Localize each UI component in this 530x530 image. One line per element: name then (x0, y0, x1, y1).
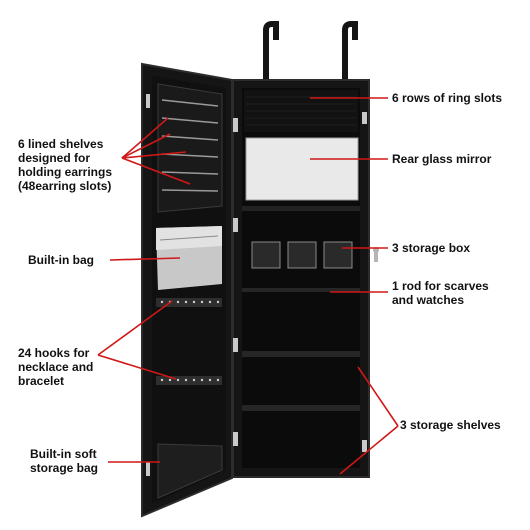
callout-line: 6 lined shelves (18, 137, 104, 151)
callout-line: Built-in soft (30, 447, 97, 461)
callout-line: 24 hooks for (18, 346, 90, 360)
storage-shelf (242, 351, 360, 357)
callout-line: necklace and (18, 360, 94, 374)
callout-storage-shelves: 3 storage shelves (400, 418, 501, 432)
storage-boxes (251, 241, 353, 269)
callout-line: and watches (392, 293, 465, 307)
earring-shelves (161, 99, 219, 192)
callout-line: Rear glass mirror (392, 152, 492, 166)
callout-line: Built-in bag (28, 253, 94, 267)
callout-rod: 1 rod for scarves and watches (392, 279, 489, 307)
callout-soft-bag: Built-in soft storage bag (30, 447, 98, 475)
callout-line: 6 rows of ring slots (392, 91, 503, 105)
callout-storage-box: 3 storage box (392, 241, 470, 255)
soft-storage-bag (157, 443, 223, 499)
callout-line: designed for (18, 151, 91, 165)
callout-line: (48earring slots) (18, 179, 112, 193)
callout-line: 3 storage shelves (400, 418, 501, 432)
callout-earring-shelves: 6 lined shelves designed for holding ear… (18, 137, 112, 193)
cabinet-door (141, 62, 233, 518)
door-hanger-hooks (263, 21, 358, 82)
hook-row (156, 298, 222, 307)
cabinet-body (232, 79, 379, 478)
callout-ring-slots: 6 rows of ring slots (392, 91, 502, 105)
callout-built-in-bag: Built-in bag (28, 253, 94, 267)
callout-hooks: 24 hooks for necklace and bracelet (18, 346, 93, 388)
storage-shelf (242, 405, 360, 411)
callout-line: 1 rod for scarves (392, 279, 489, 293)
rear-mirror (246, 138, 358, 200)
hinges (230, 118, 238, 446)
callout-lines (97, 97, 399, 475)
hook-row (156, 376, 222, 385)
callout-line: holding earrings (18, 165, 113, 179)
callout-line: bracelet (18, 374, 65, 388)
callout-line: 3 storage box (392, 241, 471, 255)
callout-line: storage bag (30, 461, 99, 475)
scarf-rod (242, 288, 360, 292)
callout-rear-mirror: Rear glass mirror (392, 152, 491, 166)
